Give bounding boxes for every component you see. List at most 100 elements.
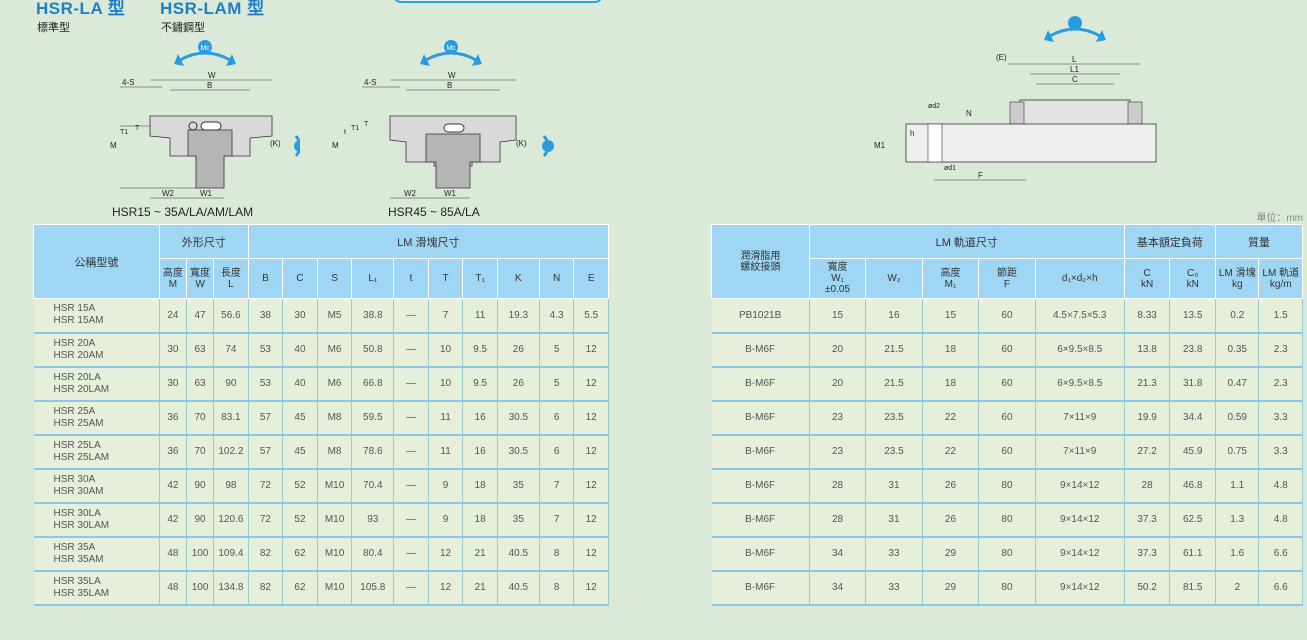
- table-cell: 11: [462, 298, 498, 334]
- col-header: N: [538, 258, 575, 299]
- col-header: K: [496, 258, 540, 299]
- table-cell: 100: [186, 570, 215, 606]
- table-cell: 40.5: [497, 570, 540, 606]
- model-name: HSR 20LA HSR 20LAM: [33, 366, 160, 402]
- table-cell: 11: [428, 434, 464, 470]
- table-cell: 12: [573, 468, 609, 504]
- table-cell: 34.4: [1169, 400, 1217, 436]
- table-cell: 10: [428, 332, 464, 368]
- svg-text:h: h: [910, 129, 914, 138]
- table-cell: M6: [317, 366, 353, 402]
- table-cell: 12: [573, 434, 609, 470]
- table-cell: 60: [978, 400, 1036, 436]
- svg-text:B: B: [447, 81, 452, 90]
- table-cell: 120.6: [213, 502, 249, 538]
- table-cell: 31.8: [1169, 366, 1217, 402]
- table-cell: 12: [573, 366, 609, 402]
- table-cell: 45: [282, 434, 318, 470]
- svg-text:T1: T1: [120, 129, 128, 136]
- grease-nipple: PB1021B: [711, 298, 810, 334]
- svg-text:W1: W1: [200, 189, 213, 198]
- table-cell: 62: [282, 570, 318, 606]
- grease-nipple: B-M6F: [711, 434, 810, 470]
- svg-text:ød1: ød1: [944, 165, 956, 172]
- col-header: LM 軌道 kg/m: [1258, 258, 1303, 299]
- table-cell: 90: [186, 468, 215, 504]
- table-cell: 45.9: [1169, 434, 1217, 470]
- col-header: S: [316, 258, 353, 299]
- table-cell: 7×11×9: [1035, 400, 1125, 436]
- table-cell: 105.8: [351, 570, 395, 606]
- table-cell: 66.8: [351, 366, 395, 402]
- table-cell: M10: [317, 468, 353, 504]
- table-cell: 83.1: [213, 400, 249, 436]
- table-cell: 23.8: [1169, 332, 1217, 368]
- table-cell: 82: [248, 536, 284, 572]
- drawing-hsr45-85: Mc W B 4-S M t T1 T (K) W2 W1: [332, 40, 554, 199]
- table-cell: 11: [428, 400, 464, 436]
- svg-text:L: L: [1072, 55, 1077, 64]
- grease-nipple: B-M6F: [711, 468, 810, 504]
- mb-arrow-icon: [542, 135, 554, 157]
- table-cell: 6×9.5×8.5: [1035, 332, 1125, 368]
- table-cell: 26: [922, 502, 980, 538]
- subtitle-stainless: 不鏽鋼型: [161, 22, 205, 34]
- table-cell: 7×11×9: [1035, 434, 1125, 470]
- table-cell: 50.2: [1124, 570, 1171, 606]
- table-cell: 63: [186, 332, 215, 368]
- table-cell: 23.5: [865, 434, 923, 470]
- table-cell: 70: [186, 400, 215, 436]
- group-load-rating: 基本額定負荷: [1123, 224, 1217, 259]
- table-cell: —: [393, 570, 429, 606]
- table-cell: 7: [428, 298, 464, 334]
- table-cell: 62: [282, 536, 318, 572]
- table-cell: 38: [248, 298, 284, 334]
- mb-arrow-icon: [294, 135, 300, 157]
- svg-text:T: T: [364, 121, 369, 128]
- svg-text:T1: T1: [351, 125, 359, 132]
- section-tab: [393, 0, 603, 3]
- table-cell: 42: [159, 468, 187, 504]
- model-name: HSR 35LA HSR 35LAM: [33, 570, 160, 606]
- title-lam: HSR-LAM 型: [160, 0, 265, 18]
- table-cell: 27.2: [1124, 434, 1171, 470]
- table-cell: 38.8: [351, 298, 395, 334]
- grease-nipple: B-M6F: [711, 570, 810, 606]
- col-header: C kN: [1123, 258, 1171, 299]
- svg-text:W2: W2: [404, 189, 417, 198]
- table-cell: 70.4: [351, 468, 395, 504]
- table-cell: 30: [159, 366, 187, 402]
- table-cell: —: [393, 502, 429, 538]
- table-cell: 52: [282, 468, 318, 504]
- table-cell: 60: [978, 332, 1036, 368]
- model-name: HSR 30LA HSR 30LAM: [33, 502, 160, 538]
- table-cell: 48: [159, 570, 187, 606]
- table-cell: 72: [248, 502, 284, 538]
- table-cell: 26: [497, 332, 540, 368]
- col-header: L₁: [351, 258, 395, 299]
- table-cell: —: [393, 332, 429, 368]
- table-cell: 6.6: [1258, 570, 1303, 606]
- col-header: C₀ kN: [1169, 258, 1217, 299]
- table-cell: 3.3: [1258, 400, 1303, 436]
- col-header: 寬度 W: [185, 258, 215, 299]
- table-cell: 35: [497, 502, 540, 538]
- table-cell: 8: [539, 570, 575, 606]
- table-cell: —: [393, 400, 429, 436]
- table-cell: 1.6: [1215, 536, 1260, 572]
- svg-text:C: C: [1072, 75, 1078, 84]
- table-cell: 22: [922, 434, 980, 470]
- table-cell: 6: [539, 434, 575, 470]
- table-cell: 60: [978, 434, 1036, 470]
- table-cell: 59.5: [351, 400, 395, 436]
- table-cell: 37.3: [1124, 536, 1171, 572]
- svg-text:F: F: [978, 171, 983, 180]
- table-cell: 15: [922, 298, 980, 334]
- table-cell: M6: [317, 332, 353, 368]
